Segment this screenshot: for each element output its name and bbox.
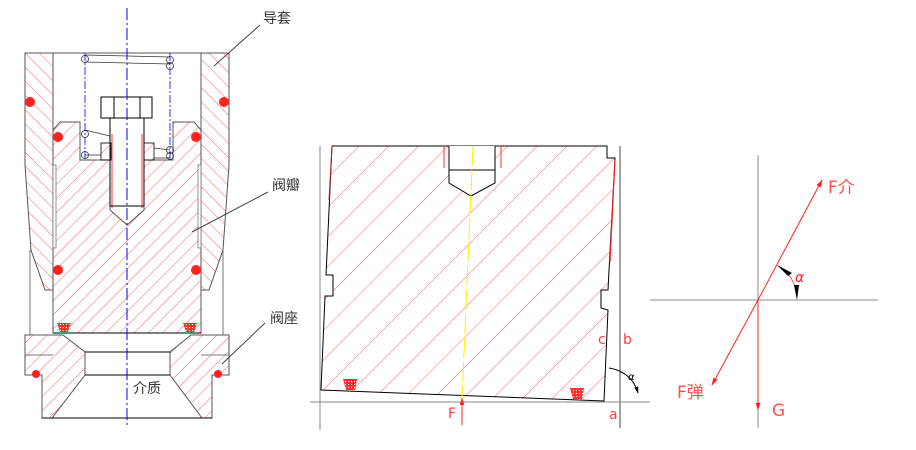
medium-force-arrow bbox=[757, 179, 823, 301]
seal-right bbox=[183, 323, 197, 332]
label-medium: 介质 bbox=[133, 381, 161, 397]
seal-left bbox=[57, 323, 71, 332]
label-gravity: G bbox=[772, 401, 785, 421]
tilted-disc-body bbox=[320, 145, 616, 402]
guide-sleeve-left-wall bbox=[24, 52, 54, 291]
guide-sleeve-right-wall bbox=[200, 52, 230, 291]
force-diagram: F介 F弹 G α bbox=[650, 155, 878, 428]
angle-arc bbox=[608, 367, 639, 394]
seal-left bbox=[343, 379, 357, 390]
spring-force-arrow bbox=[711, 299, 759, 386]
valve-assembly-section: 导套 阀瓣 阀座 介质 bbox=[24, 8, 300, 428]
angle-arrowheads bbox=[777, 265, 799, 300]
o-rings bbox=[25, 97, 229, 378]
seal-right bbox=[570, 388, 584, 399]
spring-seat-left bbox=[100, 142, 112, 161]
spring-seat-right bbox=[143, 142, 155, 161]
label-angle: α bbox=[795, 270, 805, 286]
label-spring-force: F弹 bbox=[677, 383, 704, 403]
label-force-f: F bbox=[448, 406, 456, 422]
label-valve-seat: 阀座 bbox=[270, 311, 298, 327]
label-valve-disc: 阀瓣 bbox=[272, 178, 300, 194]
label-point-a: a bbox=[609, 407, 618, 423]
label-point-b: b bbox=[623, 332, 632, 348]
label-angle: α bbox=[628, 372, 635, 383]
label-medium-force: F介 bbox=[828, 178, 855, 198]
tilted-disc-detail: F a b c α bbox=[310, 145, 650, 430]
label-guide-sleeve: 导套 bbox=[263, 11, 291, 27]
label-point-c: c bbox=[598, 332, 606, 348]
